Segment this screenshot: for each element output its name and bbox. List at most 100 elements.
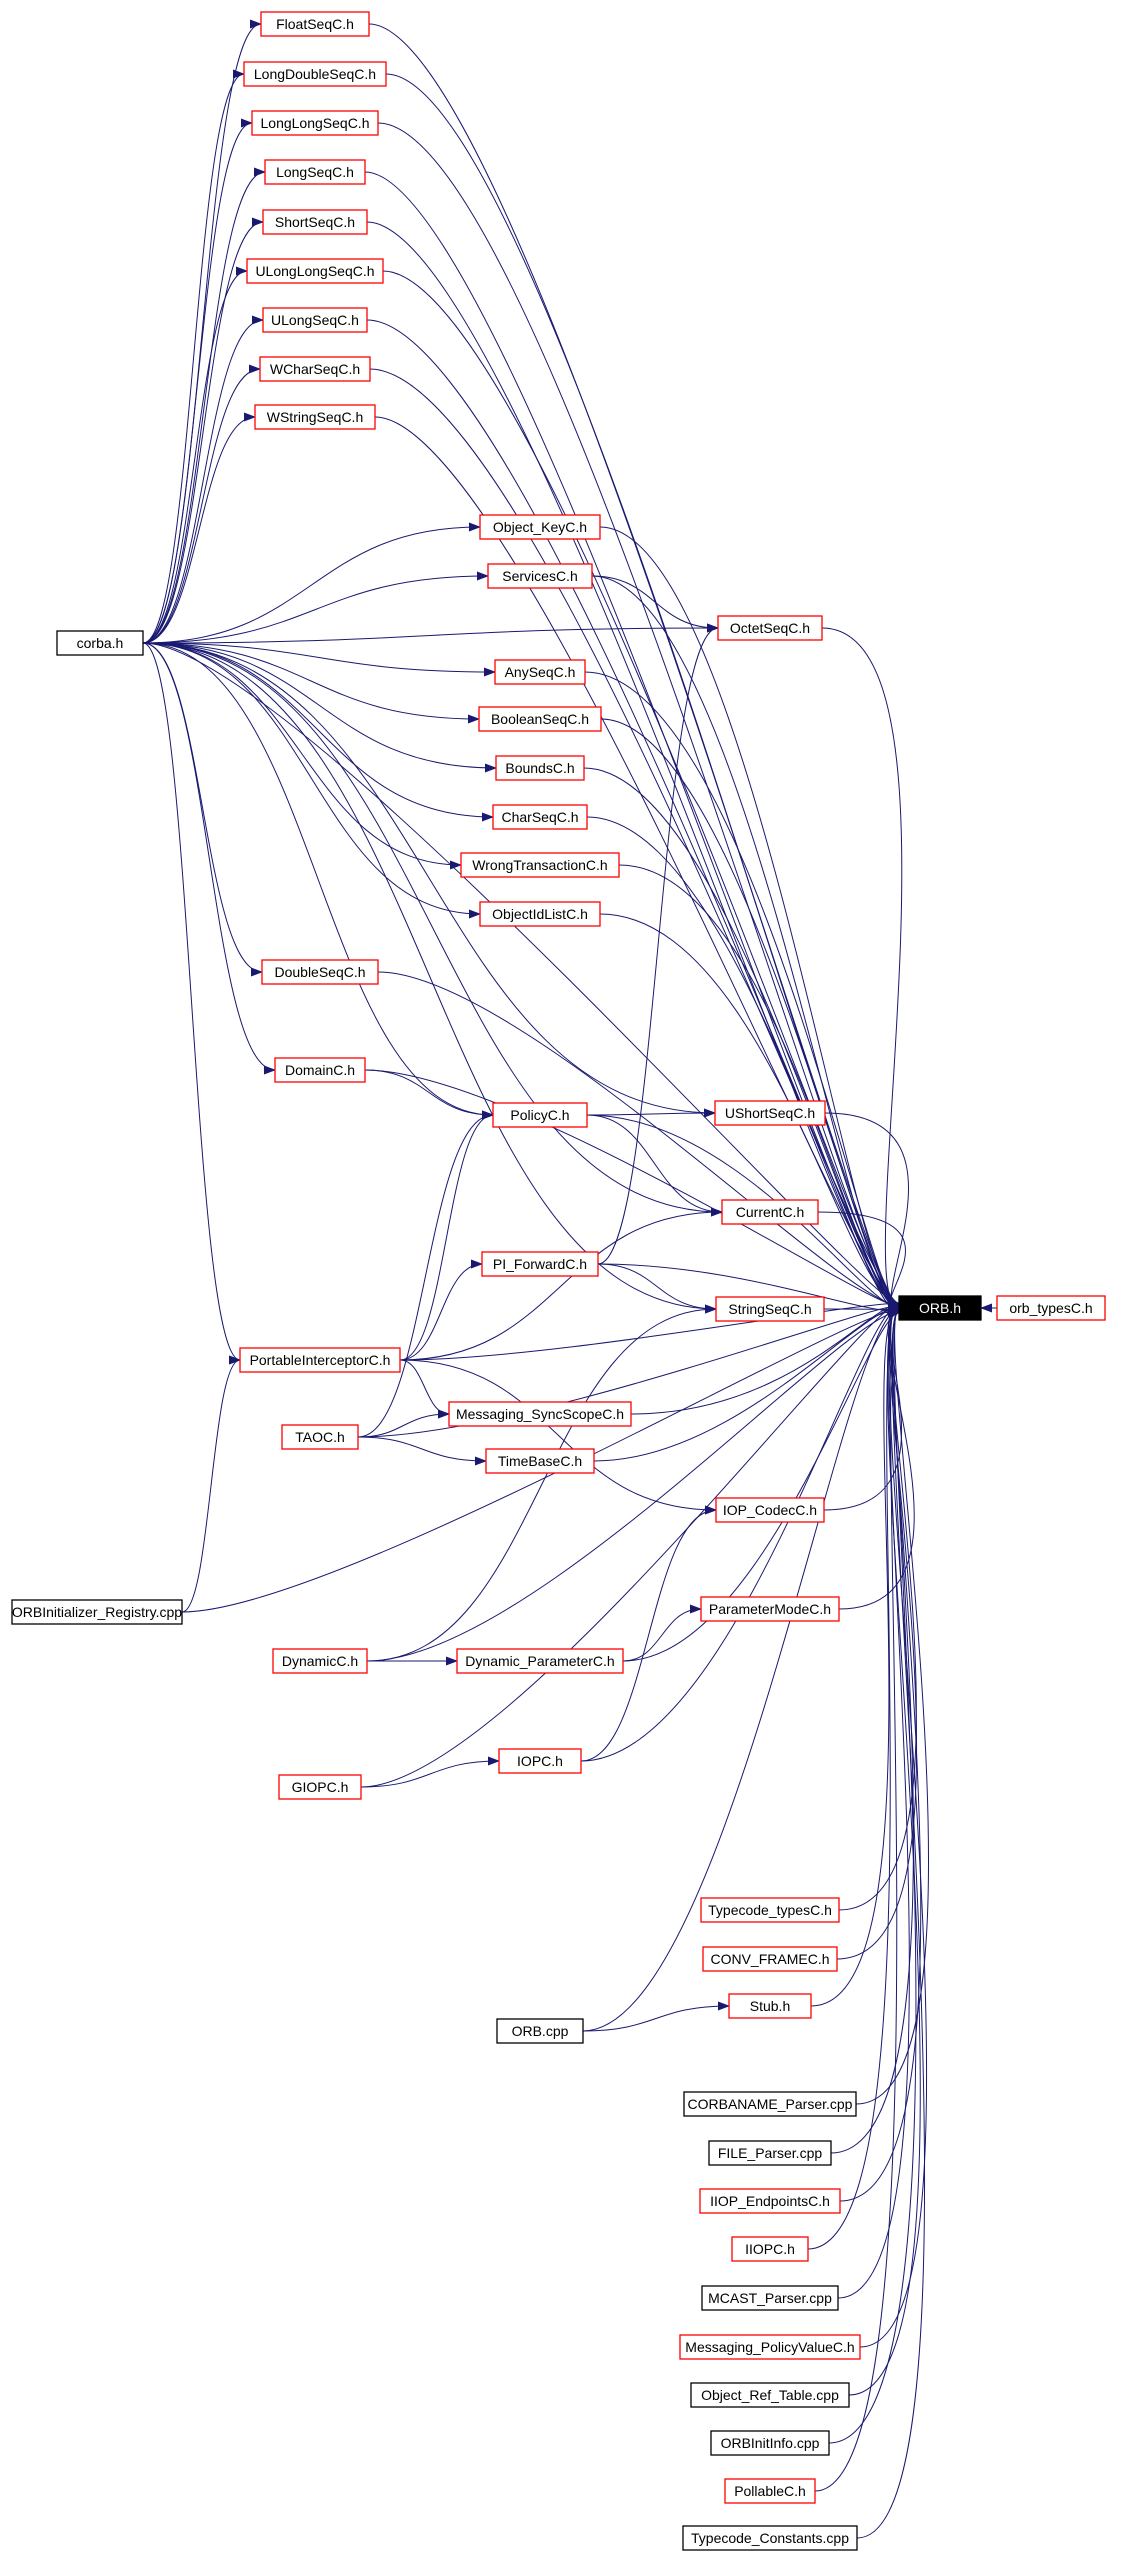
node-portableinterceptorc-h[interactable]: PortableInterceptorC.h bbox=[239, 1347, 401, 1373]
node-label: LongSeqC.h bbox=[276, 164, 354, 180]
edge-orbinitinfo-cpp-to-orb-h bbox=[828, 1303, 917, 2444]
node-timebasec-h[interactable]: TimeBaseC.h bbox=[485, 1448, 595, 1474]
edge-stub-h-to-orb-h bbox=[810, 1303, 900, 2007]
node-boundsc-h[interactable]: BoundsC.h bbox=[495, 755, 585, 781]
node-pi-forwardc-h[interactable]: PI_ForwardC.h bbox=[481, 1251, 599, 1277]
node-box bbox=[496, 2018, 584, 2044]
node-shortseqc-h[interactable]: ShortSeqC.h bbox=[262, 209, 368, 235]
edge-typecode-typesc-h-to-orb-h bbox=[838, 1301, 917, 1911]
edge-servicesc-h-to-octetseqc-h bbox=[591, 575, 719, 633]
node-label: CurrentC.h bbox=[736, 1204, 804, 1220]
node-box bbox=[494, 659, 586, 685]
node-taoc-h[interactable]: TAOC.h bbox=[281, 1424, 359, 1450]
node-stub-h[interactable]: Stub.h bbox=[728, 1993, 812, 2019]
node-label: TAOC.h bbox=[295, 1429, 345, 1445]
node-charseqc-h[interactable]: CharSeqC.h bbox=[492, 804, 588, 830]
node-box bbox=[274, 1057, 366, 1083]
node-messaging-policyvaluec-h[interactable]: Messaging_PolicyValueC.h bbox=[679, 2334, 861, 2360]
node-domainc-h[interactable]: DomainC.h bbox=[274, 1057, 366, 1083]
node-policyc-h[interactable]: PolicyC.h bbox=[492, 1102, 588, 1128]
node-box bbox=[898, 1295, 982, 1321]
node-box bbox=[254, 404, 376, 430]
node-label: WCharSeqC.h bbox=[270, 361, 360, 377]
edge-corba-h-to-objectidlistc-h bbox=[142, 642, 481, 919]
edge-dynamic-parameterc-h-to-parametermodec-h bbox=[622, 1604, 702, 1662]
node-objectidlistc-h[interactable]: ObjectIdListC.h bbox=[479, 901, 601, 927]
node-box bbox=[495, 755, 585, 781]
node-label: WStringSeqC.h bbox=[267, 409, 363, 425]
node-anyseqc-h[interactable]: AnySeqC.h bbox=[494, 659, 586, 685]
node-doubleseqc-h[interactable]: DoubleSeqC.h bbox=[261, 959, 379, 985]
node-pollablec-h[interactable]: PollableC.h bbox=[724, 2478, 816, 2504]
node-label: FILE_Parser.cpp bbox=[718, 2145, 822, 2161]
edge-wstringseqc-h-to-orb-h bbox=[374, 416, 900, 1309]
node-label: Typecode_Constants.cpp bbox=[691, 2530, 849, 2546]
node-label: PortableInterceptorC.h bbox=[250, 1352, 391, 1368]
node-servicesc-h[interactable]: ServicesC.h bbox=[487, 563, 593, 589]
node-messaging-syncscopec-h[interactable]: Messaging_SyncScopeC.h bbox=[448, 1401, 632, 1427]
node-typecode-typesc-h[interactable]: Typecode_typesC.h bbox=[700, 1897, 840, 1923]
node-box bbox=[498, 1748, 582, 1774]
edge-dynamicc-h-to-stringseqc-h bbox=[366, 1304, 717, 1662]
edge-taoc-h-to-timebasec-h bbox=[357, 1436, 487, 1466]
node-iiopc-h[interactable]: IIOPC.h bbox=[731, 2236, 809, 2262]
node-iopc-h[interactable]: IOPC.h bbox=[498, 1748, 582, 1774]
node-typecode-constants-cpp: Typecode_Constants.cpp bbox=[682, 2525, 858, 2551]
edge-pi-forwardc-h-to-stringseqc-h bbox=[597, 1263, 717, 1314]
node-dynamic-parameterc-h[interactable]: Dynamic_ParameterC.h bbox=[456, 1648, 624, 1674]
node-wrongtransactionc-h[interactable]: WrongTransactionC.h bbox=[460, 852, 620, 878]
node-longdoubleseqc-h[interactable]: LongDoubleSeqC.h bbox=[243, 61, 387, 87]
node-box bbox=[699, 2188, 841, 2214]
node-floatseqc-h[interactable]: FloatSeqC.h bbox=[260, 11, 370, 37]
edge-object-ref-table-cpp-to-orb-h bbox=[848, 1302, 921, 2396]
node-dynamicc-h[interactable]: DynamicC.h bbox=[272, 1648, 368, 1674]
node-object-keyc-h[interactable]: Object_KeyC.h bbox=[479, 514, 601, 540]
node-box bbox=[448, 1401, 632, 1427]
edge-pi-forwardc-h-to-octetseqc-h bbox=[597, 623, 719, 1265]
node-wstringseqc-h[interactable]: WStringSeqC.h bbox=[254, 404, 376, 430]
node-label: LongLongSeqC.h bbox=[261, 115, 370, 131]
edge-orb-cpp-to-stub-h bbox=[582, 2001, 730, 2032]
node-iiop-endpointsc-h[interactable]: IIOP_EndpointsC.h bbox=[699, 2188, 841, 2214]
edge-corba-h-to-shortseqc-h bbox=[142, 217, 264, 644]
node-label: IIOPC.h bbox=[745, 2241, 795, 2257]
node-label: PollableC.h bbox=[734, 2483, 806, 2499]
edge-messaging-policyvaluec-h-to-orb-h bbox=[859, 1301, 928, 2348]
node-orb-typesc-h[interactable]: orb_typesC.h bbox=[996, 1295, 1106, 1321]
node-label: Dynamic_ParameterC.h bbox=[465, 1653, 614, 1669]
node-booleanseqc-h[interactable]: BooleanSeqC.h bbox=[478, 706, 602, 732]
node-stringseqc-h[interactable]: StringSeqC.h bbox=[715, 1296, 825, 1322]
edge-domainc-h-to-policyc-h bbox=[364, 1069, 494, 1120]
edge-portableinterceptorc-h-to-currentc-h bbox=[399, 1207, 723, 1361]
node-box bbox=[487, 563, 593, 589]
node-conv-framec-h[interactable]: CONV_FRAMEC.h bbox=[702, 1946, 838, 1972]
node-label: BooleanSeqC.h bbox=[491, 711, 589, 727]
node-longlongseqc-h[interactable]: LongLongSeqC.h bbox=[251, 110, 379, 136]
node-label: CORBANAME_Parser.cpp bbox=[688, 2096, 853, 2112]
node-label: orb_typesC.h bbox=[1009, 1300, 1092, 1316]
node-wcharseqc-h[interactable]: WCharSeqC.h bbox=[259, 356, 371, 382]
node-label: ObjectIdListC.h bbox=[492, 906, 588, 922]
node-giopc-h[interactable]: GIOPC.h bbox=[278, 1774, 362, 1800]
node-ulonglongseqc-h[interactable]: ULongLongSeqC.h bbox=[246, 258, 384, 284]
node-label: StringSeqC.h bbox=[728, 1301, 811, 1317]
node-iop-codecc-h[interactable]: IOP_CodecC.h bbox=[715, 1497, 825, 1523]
node-label: DynamicC.h bbox=[282, 1653, 358, 1669]
edge-portableinterceptorc-h-to-messaging-syncscopec-h bbox=[399, 1359, 450, 1419]
node-longseqc-h[interactable]: LongSeqC.h bbox=[264, 159, 366, 185]
node-label: TimeBaseC.h bbox=[498, 1453, 582, 1469]
edge-octetseqc-h-to-orb-h bbox=[821, 627, 903, 1313]
node-ushortseqc-h[interactable]: UShortSeqC.h bbox=[714, 1100, 826, 1126]
node-octetseqc-h[interactable]: OctetSeqC.h bbox=[717, 615, 823, 641]
node-currentc-h[interactable]: CurrentC.h bbox=[721, 1199, 819, 1225]
node-box bbox=[246, 258, 384, 284]
edge-floatseqc-h-to-orb-h bbox=[368, 23, 900, 1310]
node-ulongseqc-h[interactable]: ULongSeqC.h bbox=[262, 307, 368, 333]
edge-corba-h-to-portableinterceptorc-h bbox=[142, 642, 241, 1365]
node-parametermodec-h[interactable]: ParameterModeC.h bbox=[700, 1596, 840, 1622]
edge-policyc-h-to-currentc-h bbox=[586, 1114, 723, 1217]
edge-iopc-h-to-orb-h bbox=[580, 1300, 900, 1762]
node-box bbox=[701, 2285, 839, 2311]
node-box bbox=[682, 2525, 858, 2551]
edge-giopc-h-to-iopc-h bbox=[360, 1756, 500, 1788]
